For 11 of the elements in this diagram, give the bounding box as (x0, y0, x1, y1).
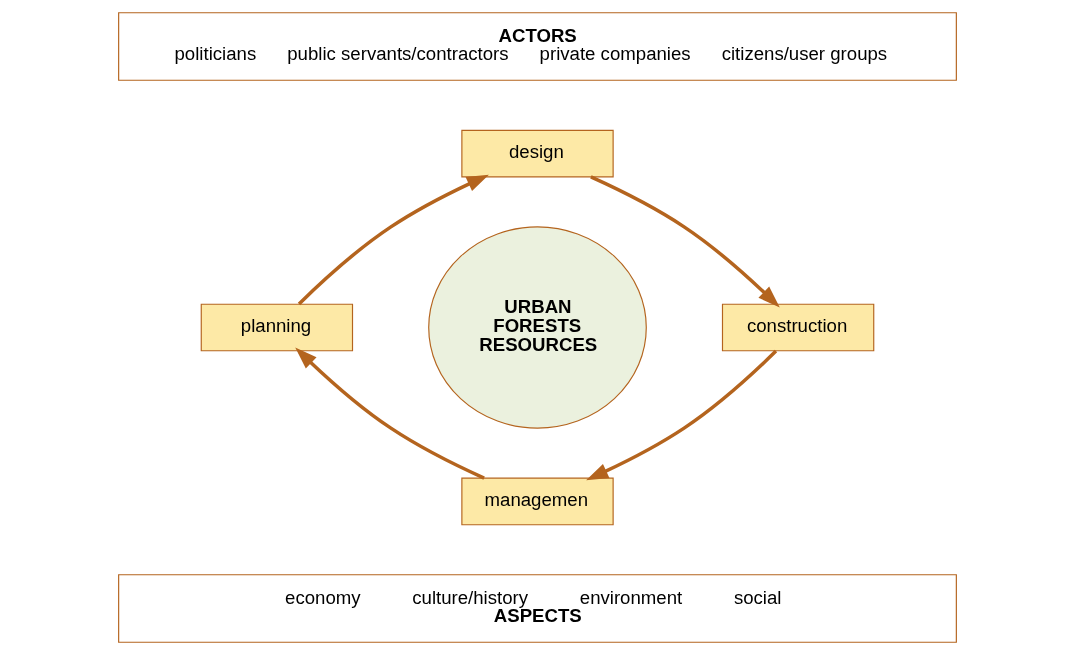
node-box: planning (200, 303, 354, 352)
node-box: managemen (461, 477, 614, 526)
arrow (590, 175, 780, 308)
node-box: ACTORS politicians public servants/contractors private companies citizens/user groups (118, 12, 957, 81)
node-box: construction (721, 303, 875, 352)
node-circle: URBAN FORESTS RESOURCES (428, 226, 647, 429)
node-box: economy culture/history environment social ASPECTS (118, 574, 957, 643)
arrow (295, 347, 485, 480)
arrow (586, 349, 778, 481)
node-box: design (461, 129, 614, 178)
arrow (297, 174, 489, 306)
